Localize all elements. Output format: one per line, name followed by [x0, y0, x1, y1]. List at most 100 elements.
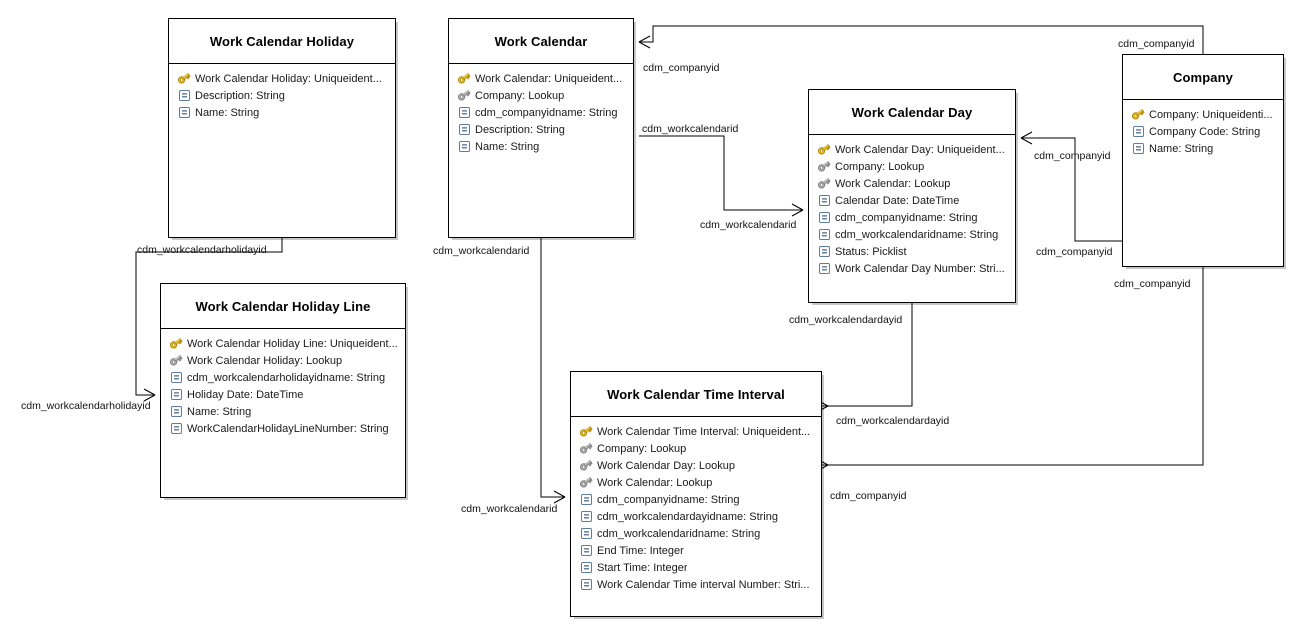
relationship-label: cdm_companyid	[1114, 278, 1191, 290]
attribute-row[interactable]: Work Calendar Holiday: Uniqueident...	[176, 70, 390, 87]
attribute-row[interactable]: Calendar Date: DateTime	[816, 192, 1010, 209]
attribute-row[interactable]: Company Code: String	[1130, 123, 1278, 140]
attribute-row[interactable]: Work Calendar: Uniqueident...	[456, 70, 628, 87]
attribute-row[interactable]: Work Calendar: Lookup	[578, 474, 816, 491]
attribute-row[interactable]: cdm_workcalendardayidname: String	[578, 508, 816, 525]
attribute-row[interactable]: Work Calendar Holiday: Lookup	[168, 352, 400, 369]
attribute-icon	[168, 388, 184, 402]
entity-header: Work Calendar Day	[809, 90, 1015, 135]
attribute-row[interactable]: cdm_companyidname: String	[816, 209, 1010, 226]
relationship-label: cdm_workcalendarid	[433, 245, 530, 257]
attribute-row[interactable]: cdm_companyidname: String	[456, 104, 628, 121]
attribute-row[interactable]: Company: Lookup	[456, 87, 628, 104]
entity-attribute-list: Work Calendar Day: Uniqueident...Company…	[809, 135, 1015, 281]
attribute-label: Name: String	[187, 405, 252, 418]
primary-key-icon	[456, 72, 472, 86]
attribute-icon	[456, 123, 472, 137]
attribute-label: Start Time: Integer	[597, 561, 688, 574]
attribute-icon	[816, 194, 832, 208]
relationship-label: cdm_companyid	[643, 62, 720, 74]
attribute-row[interactable]: Work Calendar Time interval Number: Stri…	[578, 576, 816, 593]
attribute-row[interactable]: Work Calendar Day: Uniqueident...	[816, 141, 1010, 158]
attribute-icon	[578, 510, 594, 524]
entity-title: Work Calendar Holiday	[209, 33, 355, 49]
attribute-row[interactable]: End Time: Integer	[578, 542, 816, 559]
primary-key-icon	[578, 425, 594, 439]
attribute-label: Company: Lookup	[475, 89, 565, 102]
relationship-label: cdm_workcalendardayid	[789, 314, 903, 326]
attribute-icon	[816, 262, 832, 276]
attribute-icon	[168, 405, 184, 419]
attribute-label: WorkCalendarHolidayLineNumber: String	[187, 422, 389, 435]
relationship-label: cdm_companyid	[1118, 38, 1195, 50]
primary-key-icon	[168, 337, 184, 351]
attribute-label: cdm_companyidname: String	[835, 211, 978, 224]
attribute-row[interactable]: Work Calendar Day: Lookup	[578, 457, 816, 474]
primary-key-icon	[1130, 108, 1146, 122]
attribute-label: Work Calendar: Uniqueident...	[475, 72, 623, 85]
attribute-label: Work Calendar Day Number: Stri...	[835, 262, 1005, 275]
entity-header: Company	[1123, 55, 1283, 100]
attribute-row[interactable]: cdm_companyidname: String	[578, 491, 816, 508]
attribute-icon	[578, 493, 594, 507]
attribute-icon	[578, 544, 594, 558]
attribute-row[interactable]: cdm_workcalendaridname: String	[578, 525, 816, 542]
relationship-label: cdm_workcalendarholidayid	[137, 244, 267, 256]
attribute-row[interactable]: Company: Lookup	[816, 158, 1010, 175]
attribute-row[interactable]: Name: String	[176, 104, 390, 121]
attribute-label: Work Calendar Holiday: Uniqueident...	[195, 72, 382, 85]
relationship-line-workcalendar-to-timeinterval[interactable]	[540, 238, 565, 498]
relationship-line-workcalendar-to-workcalendarday[interactable]	[639, 135, 803, 211]
attribute-label: Status: Picklist	[835, 245, 907, 258]
attribute-row[interactable]: Holiday Date: DateTime	[168, 386, 400, 403]
attribute-row[interactable]: Work Calendar Day Number: Stri...	[816, 260, 1010, 277]
attribute-icon	[176, 89, 192, 103]
attribute-row[interactable]: Status: Picklist	[816, 243, 1010, 260]
attribute-row[interactable]: cdm_workcalendaridname: String	[816, 226, 1010, 243]
attribute-label: cdm_workcalendaridname: String	[835, 228, 999, 241]
entity-title: Work Calendar Holiday Line	[195, 298, 371, 314]
relationship-label: cdm_companyid	[830, 490, 907, 502]
attribute-icon	[168, 422, 184, 436]
entity-attribute-list: Company: Uniqueidenti...Company Code: St…	[1123, 100, 1283, 161]
primary-key-icon	[816, 143, 832, 157]
attribute-row[interactable]: Work Calendar: Lookup	[816, 175, 1010, 192]
attribute-row[interactable]: Company: Uniqueidenti...	[1130, 106, 1278, 123]
attribute-icon	[578, 561, 594, 575]
entity-attribute-list: Work Calendar Holiday: Uniqueident... Des…	[169, 64, 395, 125]
attribute-row[interactable]: Work Calendar Time Interval: Uniqueident…	[578, 423, 816, 440]
attribute-row[interactable]: WorkCalendarHolidayLineNumber: String	[168, 420, 400, 437]
attribute-label: Name: String	[475, 140, 540, 153]
entity-header: Work Calendar Holiday Line	[161, 284, 405, 329]
attribute-label: cdm_workcalendarholidayidname: String	[187, 371, 386, 384]
attribute-row[interactable]: Start Time: Integer	[578, 559, 816, 576]
crows-foot-marker	[553, 490, 566, 504]
attribute-row[interactable]: cdm_workcalendarholidayidname: String	[168, 369, 400, 386]
relationship-label: cdm_workcalendardayid	[836, 415, 950, 427]
attribute-label: Name: String	[195, 106, 260, 119]
entity-title: Work Calendar Day	[851, 104, 973, 120]
attribute-row[interactable]: Name: String	[456, 138, 628, 155]
attribute-row[interactable]: Description: String	[176, 87, 390, 104]
attribute-label: Work Calendar Time Interval: Uniqueident…	[597, 425, 811, 438]
entity-attribute-list: Work Calendar Time Interval: Uniqueident…	[571, 417, 821, 597]
attribute-row[interactable]: Description: String	[456, 121, 628, 138]
attribute-label: Work Calendar Time interval Number: Stri…	[597, 578, 810, 591]
crows-foot-marker	[638, 35, 651, 49]
attribute-row[interactable]: Name: String	[1130, 140, 1278, 157]
attribute-label: Work Calendar Holiday: Lookup	[187, 354, 343, 367]
attribute-label: cdm_companyidname: String	[475, 106, 618, 119]
attribute-row[interactable]: Work Calendar Holiday Line: Uniqueident.…	[168, 335, 400, 352]
attribute-label: Description: String	[195, 89, 285, 102]
attribute-label: Work Calendar Day: Lookup	[597, 459, 735, 472]
attribute-icon	[456, 106, 472, 120]
attribute-row[interactable]: Company: Lookup	[578, 440, 816, 457]
attribute-row[interactable]: Name: String	[168, 403, 400, 420]
